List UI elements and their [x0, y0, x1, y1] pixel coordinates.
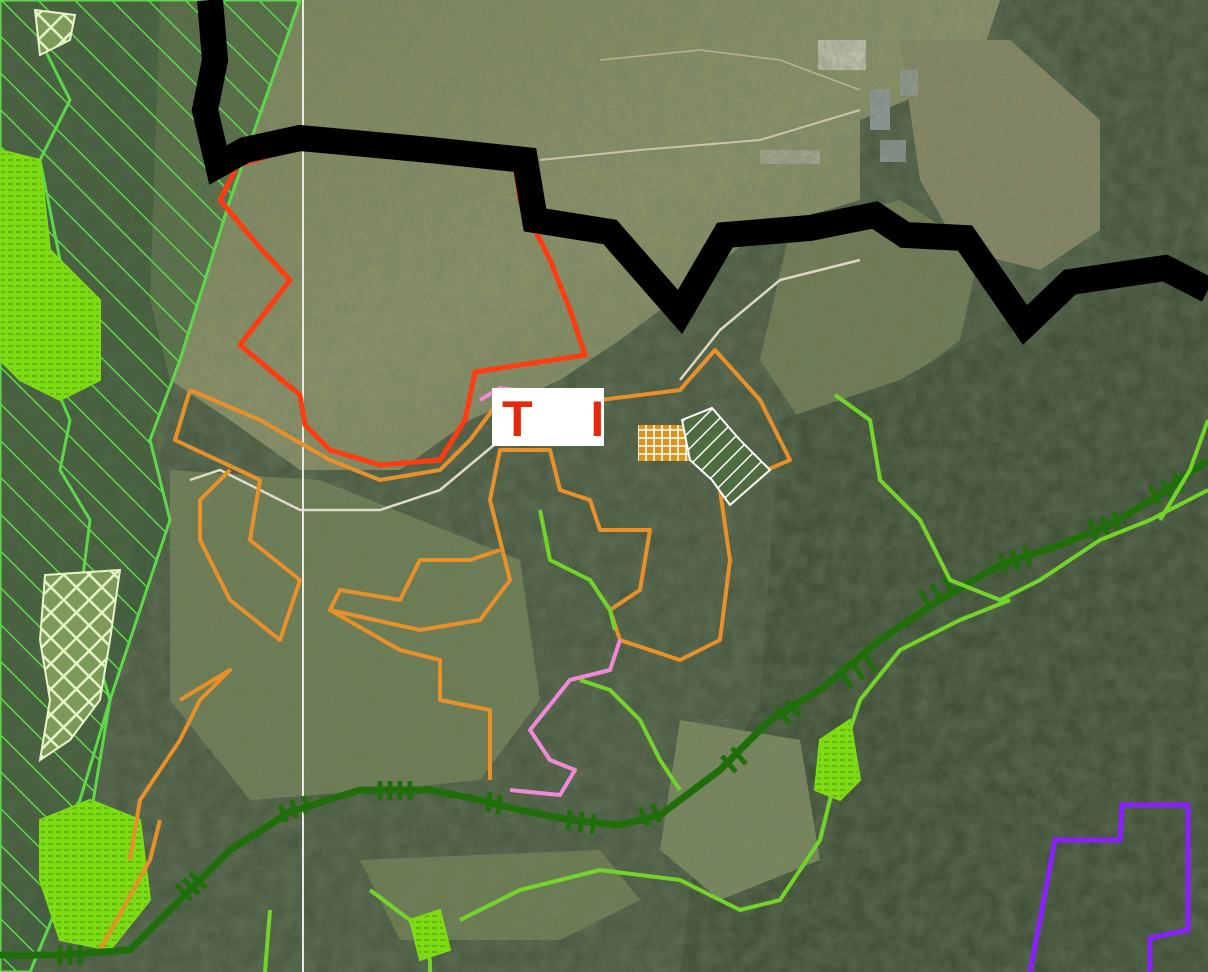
track — [189, 439, 501, 512]
crosshatch-zone[interactable] — [38, 568, 122, 763]
secondary-streams[interactable] — [263, 393, 1208, 972]
secondary-stream[interactable] — [263, 909, 272, 972]
secondary-stream[interactable] — [538, 509, 617, 631]
black-boundary[interactable] — [191, 0, 1208, 345]
zone-label-background — [492, 388, 604, 446]
wetland-hatch[interactable] — [0, 148, 101, 402]
track — [539, 109, 861, 161]
track — [679, 258, 861, 381]
secondary-stream[interactable] — [579, 678, 682, 792]
white-hatch-parcel[interactable] — [680, 406, 772, 507]
parcel-boundary[interactable] — [173, 389, 302, 642]
secondary-stream[interactable] — [833, 393, 1208, 602]
zone-inner-boundary — [38, 39, 112, 851]
parcel-boundary[interactable] — [329, 608, 492, 780]
parcel-boundary[interactable] — [98, 819, 162, 951]
stream-main[interactable] — [0, 457, 1208, 965]
zone-label-text: T I — [502, 391, 626, 447]
stream-line[interactable] — [0, 457, 1208, 959]
secondary-stream[interactable] — [459, 598, 1011, 922]
purple-boundary[interactable] — [1027, 802, 1191, 972]
zone-label: T I — [492, 388, 626, 447]
protected-zone-west[interactable] — [0, 0, 302, 972]
parcel-boundary[interactable] — [128, 668, 232, 861]
wetland-hatch[interactable] — [813, 718, 862, 802]
wetland-hatch[interactable] — [408, 908, 452, 962]
secondary-stream[interactable] — [1158, 419, 1208, 522]
track — [599, 49, 861, 91]
crosshatch-zone-small[interactable] — [33, 8, 77, 57]
stream-ticks — [57, 472, 1187, 965]
